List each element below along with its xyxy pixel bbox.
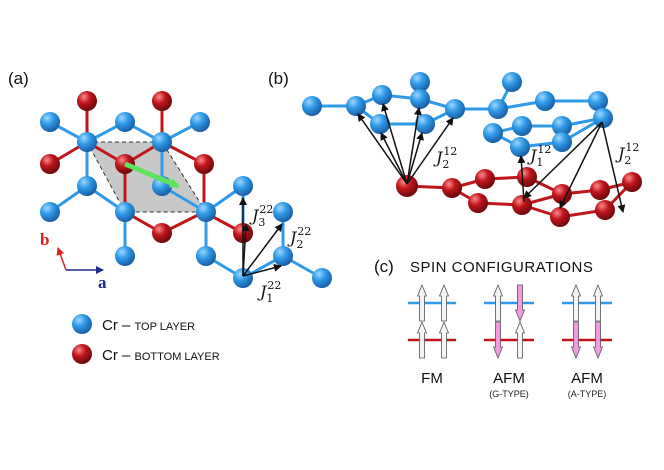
bottom-atom bbox=[40, 154, 60, 174]
top-atom bbox=[115, 202, 135, 222]
spin-up-arrow bbox=[438, 320, 450, 359]
panel-a-label: (a) bbox=[8, 69, 29, 88]
spin-down-arrow bbox=[514, 284, 526, 323]
config-fm-label: FM bbox=[421, 370, 443, 387]
top-atom bbox=[483, 123, 503, 143]
bottom-atom bbox=[590, 180, 610, 200]
top-atom-highlighted bbox=[233, 268, 253, 288]
spin-up-arrow bbox=[570, 283, 582, 322]
legend: Cr – TOP LAYER Cr – BOTTOM LAYER bbox=[72, 314, 220, 364]
top-atom bbox=[115, 246, 135, 266]
lattice-axes: b a bbox=[40, 230, 107, 292]
bottom-atom bbox=[622, 172, 642, 192]
bottom-atom bbox=[517, 167, 537, 187]
top-atom bbox=[77, 132, 97, 152]
spin-down-arrow bbox=[492, 321, 504, 360]
top-atom bbox=[410, 89, 430, 109]
panel-c-label: (c) bbox=[374, 257, 394, 276]
top-atom bbox=[372, 85, 392, 105]
axis-a-label: a bbox=[98, 273, 107, 292]
bottom-atom bbox=[152, 223, 172, 243]
top-atom bbox=[302, 96, 322, 116]
top-atom bbox=[273, 246, 293, 266]
top-atom bbox=[445, 99, 465, 119]
spin-up-arrow bbox=[438, 283, 450, 322]
panel-b-top-atoms bbox=[302, 72, 613, 157]
config-afm-a-sub: (A-TYPE) bbox=[568, 389, 607, 399]
bottom-atom bbox=[442, 178, 462, 198]
top-atom bbox=[510, 137, 530, 157]
config-afm-g-sub: (G-TYPE) bbox=[489, 389, 529, 399]
legend-top-swatch bbox=[72, 314, 92, 334]
bottom-atom bbox=[552, 184, 572, 204]
J2-22-label: J222 bbox=[287, 225, 311, 251]
top-atom bbox=[312, 268, 332, 288]
spin-up-arrow bbox=[416, 283, 428, 322]
legend-bottom-swatch bbox=[72, 344, 92, 364]
top-atom bbox=[40, 112, 60, 132]
top-atom bbox=[190, 112, 210, 132]
spin-up-arrow bbox=[592, 283, 604, 322]
top-atom bbox=[233, 176, 253, 196]
top-atom bbox=[535, 91, 555, 111]
top-atom bbox=[196, 246, 216, 266]
layer-lines bbox=[408, 301, 612, 342]
config-afm-a-label: AFM bbox=[571, 370, 603, 387]
spin-arrows bbox=[416, 283, 604, 360]
panel-b-bottom-atoms bbox=[396, 167, 642, 227]
nearest-neighbor-arrow bbox=[124, 161, 180, 189]
top-atom bbox=[346, 96, 366, 116]
bottom-atom bbox=[512, 195, 532, 215]
panel-b-label: (b) bbox=[268, 69, 289, 88]
top-layer-atoms bbox=[40, 112, 332, 288]
J2-12-right-label: J212 bbox=[615, 141, 639, 167]
spin-down-arrow bbox=[592, 321, 604, 360]
top-atom bbox=[502, 72, 522, 92]
top-atom bbox=[196, 202, 216, 222]
top-atom bbox=[370, 114, 390, 134]
bottom-atom bbox=[77, 91, 97, 111]
top-atom bbox=[410, 72, 430, 92]
bottom-atom bbox=[152, 91, 172, 111]
top-atom bbox=[152, 132, 172, 152]
panel-a: (a) bbox=[8, 69, 332, 364]
legend-top-text: Cr – TOP LAYER bbox=[102, 317, 195, 334]
J1-12-label: J112 bbox=[527, 143, 551, 169]
spin-config-title: SPIN CONFIGURATIONS bbox=[410, 259, 593, 276]
axis-b-label: b bbox=[40, 230, 49, 249]
J3-22-label: J322 bbox=[249, 203, 273, 229]
top-atom bbox=[40, 202, 60, 222]
spin-up-arrow bbox=[514, 320, 526, 359]
panel-a-coupling-arrows bbox=[239, 197, 283, 277]
spin-down-arrow bbox=[570, 321, 582, 360]
J2-12-label: J212 bbox=[433, 145, 457, 171]
top-atom bbox=[552, 132, 572, 152]
top-atom bbox=[593, 108, 613, 128]
top-atom bbox=[115, 112, 135, 132]
spin-up-arrow bbox=[492, 283, 504, 322]
top-atom bbox=[273, 202, 293, 222]
top-atom bbox=[512, 116, 532, 136]
bottom-atom bbox=[468, 193, 488, 213]
config-afm-g-label: AFM bbox=[493, 370, 525, 387]
panel-c: (c) SPIN CONFIGURATIONS FM AFM (G-TYPE) … bbox=[374, 257, 612, 399]
bottom-atom bbox=[595, 200, 615, 220]
legend-bottom-text: Cr – BOTTOM LAYER bbox=[102, 347, 220, 364]
top-atom bbox=[552, 116, 572, 136]
top-atom bbox=[588, 91, 608, 111]
panel-b-coupling-arrows bbox=[357, 103, 626, 213]
top-atom bbox=[415, 114, 435, 134]
bottom-atom bbox=[194, 154, 214, 174]
top-atom bbox=[77, 176, 97, 196]
J1-22-label: J122 bbox=[257, 279, 281, 305]
top-atom bbox=[488, 99, 508, 119]
bottom-atom bbox=[475, 169, 495, 189]
panel-b: (b) bbox=[268, 69, 642, 227]
spin-up-arrow bbox=[416, 320, 428, 359]
bottom-atom bbox=[550, 207, 570, 227]
bottom-atom-origin bbox=[396, 175, 418, 197]
